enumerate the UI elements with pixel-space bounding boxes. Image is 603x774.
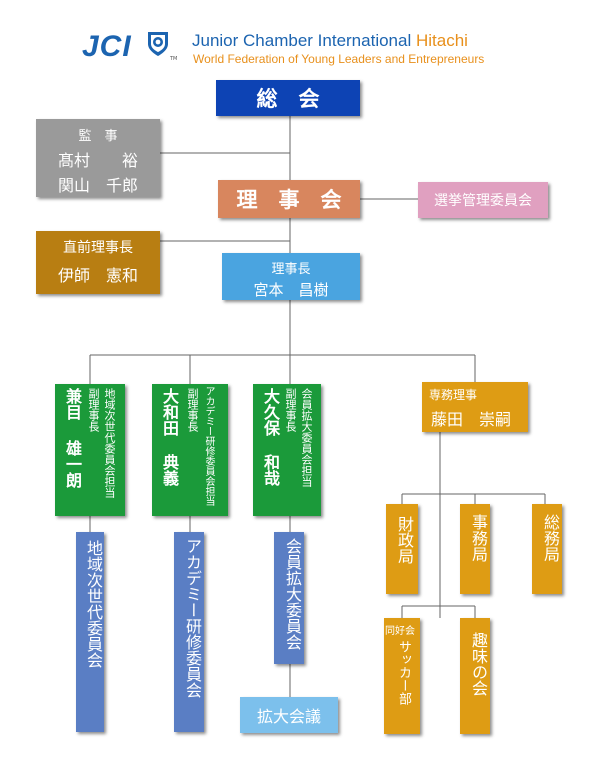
- executive-director-box: 専務理事 藤田 崇嗣: [422, 382, 528, 432]
- vp3-role: 副理事長: [284, 388, 297, 432]
- vp2-duty: アカデミー研修委員会担当: [203, 386, 214, 506]
- club-box-hobby: 趣味の会: [460, 618, 490, 734]
- bureau-general-affairs-label: 総務局: [541, 514, 560, 562]
- vp2-given: 典義: [160, 454, 179, 486]
- president-box: 理事長 宮本 昌樹: [222, 253, 360, 300]
- expansion-council-box: 拡大会議: [240, 697, 338, 733]
- board-box: 理 事 会: [218, 180, 360, 218]
- auditors-box: 監 事 髙村 裕 関山 千郎: [36, 119, 160, 197]
- jci-wordmark: JCI: [82, 30, 132, 63]
- header-line1: Junior Chamber International Hitachi: [192, 31, 468, 51]
- jci-emblem-icon: [146, 30, 170, 58]
- general-meeting-label: 総 会: [256, 87, 320, 111]
- auditor-name-2: 関山 千郎: [57, 176, 138, 195]
- vp1-surname: 兼目: [63, 388, 82, 420]
- president-role: 理事長: [271, 262, 311, 277]
- committee-3-label: 会員拡大委員会: [283, 538, 302, 650]
- executive-director-name: 藤田 崇嗣: [431, 410, 512, 429]
- bureau-finance-label: 財政局: [395, 516, 414, 564]
- general-meeting-box: 総 会: [216, 80, 360, 116]
- org-name: Junior Chamber International: [192, 31, 412, 50]
- committee-box-3: 会員拡大委員会: [274, 532, 304, 664]
- election-committee-label: 選挙管理委員会: [434, 193, 532, 209]
- bureau-secretariat-label: 事務局: [469, 514, 488, 562]
- committee-1-label: 地域次世代委員会: [84, 540, 103, 668]
- club-hobby-label: 趣味の会: [469, 632, 488, 696]
- past-president-name: 伊師 憲和: [57, 266, 138, 285]
- expansion-council-label: 拡大会議: [256, 707, 321, 726]
- president-name: 宮本 昌樹: [253, 281, 329, 299]
- vp3-duty: 会員拡大委員会担当: [300, 388, 313, 487]
- vice-president-box-1: 兼目 雄一朗 副理事長 地域次世代委員会担当: [55, 384, 125, 516]
- chapter-name: Hitachi: [415, 31, 468, 50]
- election-committee-box: 選挙管理委員会: [418, 182, 548, 218]
- trademark: TM: [170, 56, 178, 62]
- bureau-box-secretariat: 事務局: [460, 504, 490, 594]
- header-tagline: World Federation of Young Leaders and En…: [193, 52, 485, 66]
- executive-director-role: 専務理事: [429, 388, 478, 402]
- vice-president-box-2: 大和田 典義 副理事長 アカデミー研修委員会担当: [152, 384, 228, 516]
- bureau-box-finance: 財政局: [386, 504, 418, 594]
- committee-box-2: アカデミー研修委員会: [174, 532, 204, 732]
- club-box-soccer: 同好会 サッカー部: [384, 618, 420, 734]
- club-soccer-small-label: 同好会: [385, 626, 415, 637]
- board-label: 理 事 会: [236, 188, 342, 212]
- vp2-role: 副理事長: [186, 388, 199, 432]
- committee-2-label: アカデミー研修委員会: [183, 538, 202, 698]
- bureau-box-general-affairs: 総務局: [532, 504, 562, 594]
- vice-president-box-3: 大久保 和哉 副理事長 会員拡大委員会担当: [253, 384, 321, 516]
- vp2-surname: 大和田: [160, 388, 179, 436]
- committee-box-1: 地域次世代委員会: [76, 532, 104, 732]
- past-president-box: 直前理事長 伊師 憲和: [36, 231, 160, 294]
- auditor-name-1: 髙村 裕: [57, 151, 138, 170]
- vp1-role: 副理事長: [87, 388, 100, 432]
- club-soccer-label: サッカー部: [396, 640, 411, 705]
- vp3-surname: 大久保: [261, 388, 280, 436]
- past-president-role: 直前理事長: [63, 240, 133, 256]
- vp1-given: 雄一朗: [63, 440, 82, 488]
- vp3-given: 和哉: [261, 454, 280, 486]
- auditors-role: 監 事: [78, 129, 118, 144]
- jci-logo: JCI TM: [82, 28, 182, 68]
- vp1-duty: 地域次世代委員会担当: [103, 388, 116, 498]
